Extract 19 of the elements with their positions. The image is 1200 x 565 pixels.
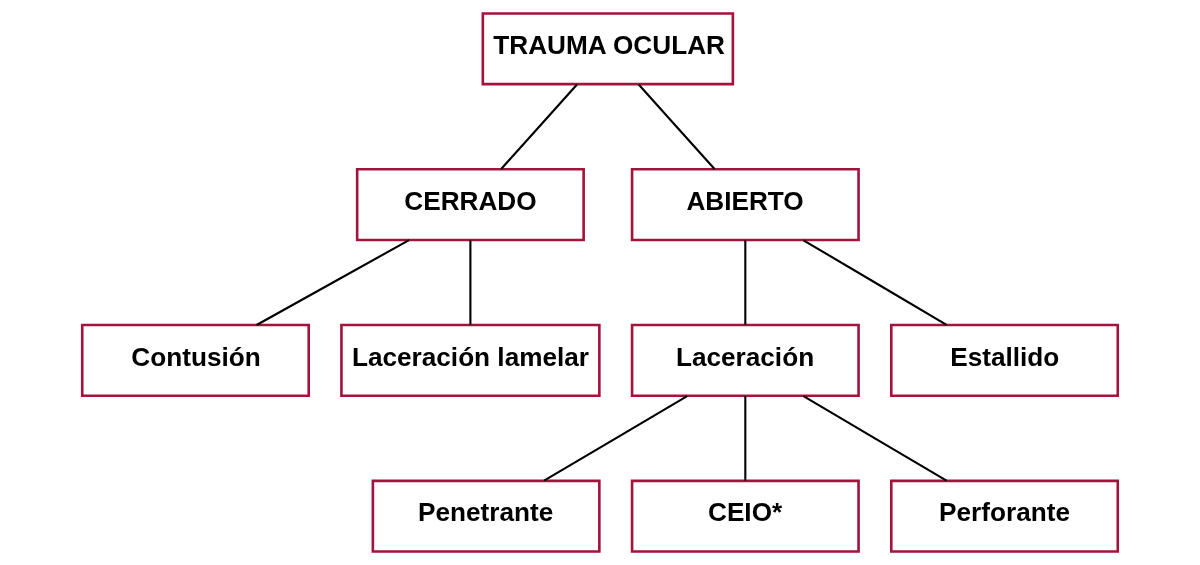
node-box: Laceración — [630, 323, 860, 398]
node-box: Perforante — [889, 479, 1120, 553]
node-box: TRAUMA OCULAR — [481, 12, 735, 86]
node-box: CEIO* — [630, 479, 860, 553]
connector — [637, 83, 716, 170]
node-box: Penetrante — [371, 479, 601, 553]
connector — [802, 395, 948, 482]
node-box: CERRADO — [355, 167, 585, 242]
node-box: ABIERTO — [630, 167, 860, 242]
connector — [500, 83, 578, 170]
connector — [543, 395, 688, 482]
node-box: Laceración lamelar — [340, 323, 601, 398]
connector — [469, 240, 472, 325]
node-box: Contusión — [80, 323, 311, 398]
node-box: Estallido — [889, 323, 1120, 398]
connector — [744, 396, 747, 481]
connector — [256, 239, 410, 326]
connector — [744, 240, 747, 325]
connector — [802, 239, 948, 326]
